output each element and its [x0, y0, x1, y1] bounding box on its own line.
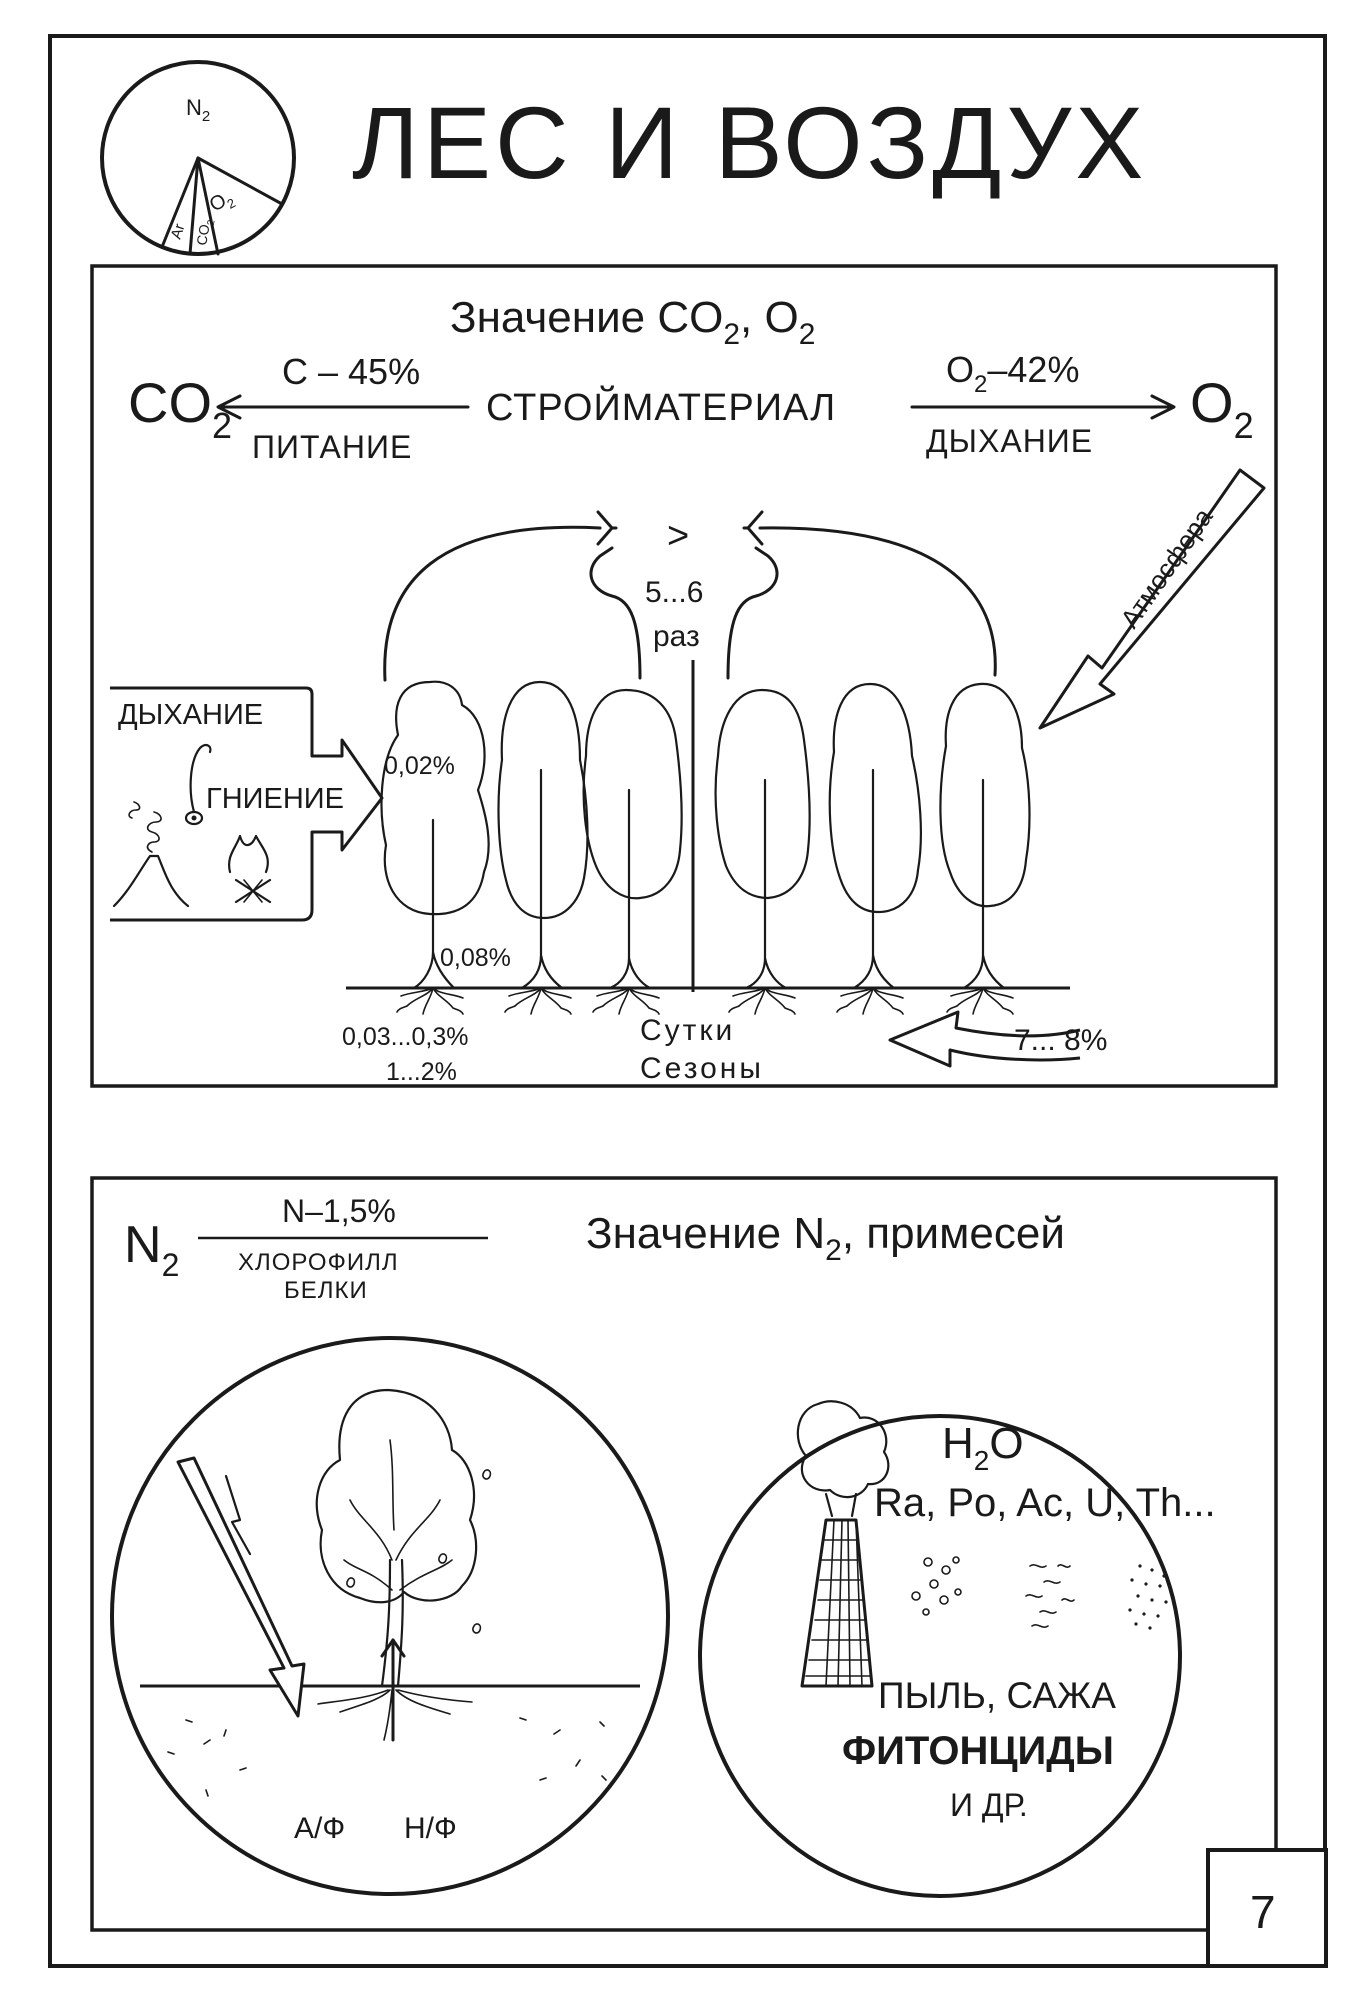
exchange-arrows: [383, 510, 997, 682]
fine-aerosol-icon: [1128, 1564, 1168, 1630]
season-cycle-label: Сезоны: [640, 1052, 764, 1085]
crown-percent: 0,02%: [384, 752, 455, 780]
pie-ar-label: Ar: [168, 222, 189, 242]
pie-n2-label: N2: [186, 95, 210, 125]
atmosphere-label: Атмосфера: [1114, 502, 1218, 633]
carbon-share-label: C – 45%: [282, 351, 420, 392]
trunk-percent: 0,08%: [440, 944, 511, 972]
nutrition-arrow: [216, 394, 470, 420]
page-frame: [48, 34, 1327, 1968]
building-material-label: СТРОЙМАТЕРИАЛ: [486, 384, 836, 429]
ground-arrow: [888, 1010, 1081, 1068]
tree-left-1: [380, 680, 490, 1015]
nutrition-label: ПИТАНИЕ: [252, 429, 412, 465]
soot-particles-icon: [1025, 1564, 1075, 1628]
source-breathing-label: ДЫХАНИЕ: [118, 699, 263, 731]
o2-label: O2: [1190, 371, 1254, 446]
co2-o2-heading: Значение CO2, O2: [450, 293, 815, 351]
radioactive-elements-label: Ra, Po, Ac, U, Th...: [874, 1481, 1216, 1525]
tree-left-3: [582, 688, 683, 1015]
co2-o2-panel: [90, 264, 1278, 1088]
co2-label: CO2: [128, 371, 232, 446]
etc-label: И ДР.: [950, 1787, 1028, 1823]
oxygen-share-label: O2–42%: [946, 349, 1079, 398]
breathing-label: ДЫХАНИЕ: [926, 423, 1093, 459]
phytoncides-label: ФИТОНЦИДЫ: [842, 1729, 1114, 1773]
n2-label: N2: [124, 1216, 179, 1283]
ratio-value: 5...6: [645, 576, 703, 609]
soil-percent-2: 1...2%: [386, 1058, 457, 1086]
volcano-icon: [112, 801, 190, 908]
soil-label-af: А/Ф: [294, 1812, 345, 1845]
n2-panel: [90, 1176, 1278, 1932]
atmosphere-arrow: [1038, 468, 1266, 730]
tree-left-2: [497, 680, 589, 1015]
n2-panel-heading: Значение N2, примесей: [586, 1209, 1065, 1267]
ratio-unit: раз: [653, 620, 700, 653]
breathing-arrow: [910, 394, 1176, 420]
greater-sign: >: [667, 515, 689, 557]
dust-soot-label: ПЫЛЬ, САЖА: [878, 1675, 1116, 1716]
tree-right-2: [828, 682, 922, 1015]
impurities-circle: [698, 1400, 1182, 1898]
page-title: ЛЕС И ВОЗДУХ: [352, 86, 1147, 200]
ground-percent: 7... 8%: [1014, 1024, 1107, 1057]
tree-right-3: [939, 682, 1031, 1015]
proteins-label: БЕЛКИ: [284, 1277, 368, 1304]
nitrogen-cycle-circle: [110, 1336, 670, 1896]
chlorophyll-label: ХЛОРОФИЛЛ: [238, 1249, 399, 1276]
pie-co2-label: CO2: [193, 217, 217, 247]
day-cycle-label: Сутки: [640, 1014, 735, 1047]
page-number-box: [1206, 1848, 1328, 1968]
mushroom-icon: [184, 743, 212, 826]
air-composition-pie: N2 O2 CO2 Ar: [100, 60, 296, 256]
nitrogen-share-label: N–1,5%: [282, 1193, 396, 1229]
soil-label-nf: Н/Ф: [404, 1812, 457, 1845]
campfire-icon: [228, 834, 272, 904]
source-decay-label: ГНИЕНИЕ: [206, 783, 344, 815]
dust-particles-icon: [911, 1556, 962, 1616]
water-label: H2O: [942, 1419, 1024, 1476]
tree-right-1: [714, 688, 811, 1015]
soil-percent-1: 0,03...0,3%: [342, 1023, 468, 1051]
page-number: 7: [1250, 1886, 1276, 1938]
